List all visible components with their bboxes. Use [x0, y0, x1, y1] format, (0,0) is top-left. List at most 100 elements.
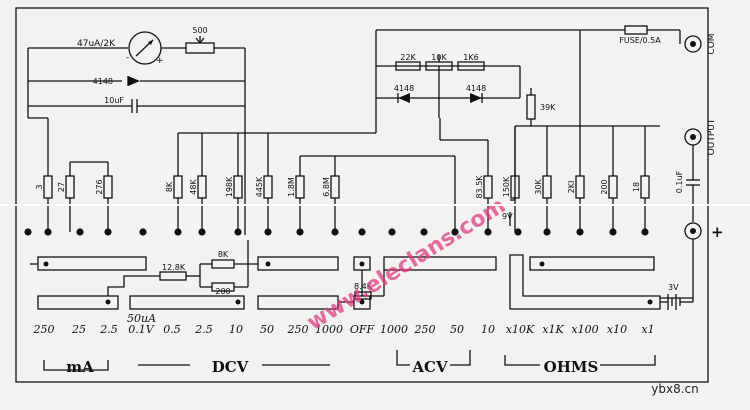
com-label: COM [707, 33, 717, 54]
resistor-1.8M: 1.8M [287, 156, 305, 232]
resistor-label: 48K [189, 179, 198, 195]
com-terminal [684, 35, 702, 53]
contact-dot [641, 228, 649, 236]
scale-label: 2.5 [194, 323, 213, 336]
contact-dot [543, 228, 551, 236]
resistor-label: 1.8M [287, 177, 296, 197]
scale-label: 1000 [380, 323, 408, 336]
resistor-30K: 30K [534, 126, 552, 232]
contact-dot [484, 228, 492, 236]
group-brackets [43, 350, 656, 371]
meter-label: 47uA/2K [77, 39, 116, 49]
acv-r1-label: 22K [400, 53, 416, 62]
resistor-276: 276 [95, 162, 113, 232]
resistor-83.5K: 83.5K [475, 175, 493, 232]
scale-label: x10K [506, 323, 535, 336]
filter-capacitor [28, 99, 245, 113]
group-ohms: OHMS [544, 358, 599, 376]
dcv-sub-label: 50uA [127, 312, 156, 325]
resistor-label: 445K [255, 176, 264, 197]
contact-dot [609, 228, 617, 236]
contact-dot [514, 228, 522, 236]
border-frame [15, 7, 709, 383]
contact-dot [44, 228, 52, 236]
resistor-label: 6.8M [322, 177, 331, 197]
contact-dot [331, 228, 339, 236]
pot-label: 500 [192, 26, 207, 35]
credit-label: ybx8.cn [651, 382, 698, 396]
contact-dot [388, 228, 396, 236]
output-label-wrap: OUTPUT [707, 118, 717, 155]
resistor-200: 200 [600, 126, 618, 232]
watermark: www.eleclans.com [303, 193, 510, 336]
scale-label: x10 [607, 323, 627, 336]
contact-dot [198, 228, 206, 236]
r200-label: 200 [215, 287, 230, 296]
contact-dot [451, 228, 459, 236]
fuse-label: FUSE/0.5A [619, 36, 661, 45]
resistor-label: 83.5K [475, 175, 484, 199]
wafer-dcv-low [129, 295, 245, 310]
resistor-label: 30K [534, 179, 543, 195]
acv-d2-label: 4148 [466, 84, 486, 93]
scale-label: x100 [571, 323, 598, 336]
scale-label: 0.5 [163, 323, 181, 336]
cap-label: 10uF [104, 96, 124, 105]
resistor-3: 3 [35, 175, 53, 232]
contact-dot [576, 228, 584, 236]
scale-label: 2.5 [99, 323, 118, 336]
bus-lines [28, 117, 660, 232]
group-ma: mA [66, 358, 94, 376]
acv-r3-label: 39K [540, 103, 556, 112]
battery-label: 3V [668, 283, 679, 292]
resistor-label: 150K [502, 176, 511, 197]
battery-3v [660, 294, 694, 310]
scale-label: 250 [287, 323, 309, 336]
wafer-ma-bottom [37, 295, 119, 310]
contact-dot [24, 228, 32, 236]
meter-plus: + [156, 56, 164, 66]
contact-dot [420, 228, 428, 236]
switch-contacts [24, 228, 649, 236]
resistor-27: 27 [57, 162, 75, 232]
r84k-label: 8.4K [354, 282, 373, 291]
resistor-6.8M: 6.8M [322, 156, 340, 232]
resistor-label: 18 [632, 182, 641, 192]
com-line [375, 25, 702, 118]
resistor-18: 18 [632, 126, 650, 232]
output-cap-label: 0.1uF [675, 170, 684, 193]
scale-label: 50 [450, 323, 464, 336]
scale-label: 10 [481, 323, 495, 336]
r8k-label: 8K [218, 250, 229, 259]
wafer-ma-top [37, 256, 147, 271]
scale-label: 50 [260, 323, 274, 336]
transistor-9v [509, 126, 516, 226]
scale-label: 0.1V [128, 323, 154, 336]
jfet-label: 9V [502, 212, 513, 221]
scale-label: 250 [33, 323, 55, 336]
mid-resistors [107, 240, 385, 303]
pot-500 [185, 42, 215, 54]
resistor-198K: 198K [225, 133, 243, 232]
acv-d1-label: 4148 [394, 84, 414, 93]
resistor-2KI: 2KI [567, 126, 585, 232]
contact-dot [264, 228, 272, 236]
scale-label: x1K [542, 323, 564, 336]
resistor-label: 200 [600, 179, 609, 194]
diode-label: 4148 [93, 77, 113, 86]
com-label-wrap: COM [707, 33, 717, 54]
contact-dot [296, 228, 304, 236]
contact-dot [358, 228, 366, 236]
resistor-48K: 48K [189, 133, 207, 232]
acv-pot-label: 10K [431, 53, 447, 62]
contact-dot [234, 228, 242, 236]
output-wiring [660, 128, 702, 299]
wafer-ohms-top [529, 256, 655, 271]
resistor-445K: 445K [255, 133, 273, 232]
contact-dot [76, 228, 84, 236]
resistor-label: 2KI [567, 181, 576, 194]
contact-dot [174, 228, 182, 236]
